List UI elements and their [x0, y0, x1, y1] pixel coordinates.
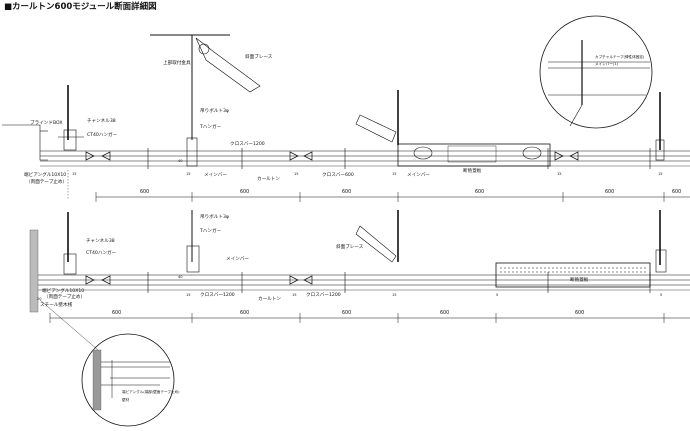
gap-label: 15	[72, 172, 77, 176]
dimension-label: 600	[342, 310, 351, 316]
edge-tape-label: （両面テープ止め）	[26, 178, 67, 185]
detail-top-note-1: カプチャルテープ(弾性体固定)	[595, 54, 645, 59]
edge-angle-label: 端ビアングル10X10	[42, 287, 84, 294]
edge-angle-label: 端ビアングル10X10	[24, 171, 66, 178]
cross-bar-600-label: クロスバー600	[322, 172, 354, 178]
cross-bar-label-b: クロスバー1200	[306, 292, 341, 298]
bottom-section	[29, 210, 690, 427]
gap-label: 15	[658, 172, 663, 176]
dimension-label: 600	[140, 189, 149, 195]
dimension-label: 600	[240, 310, 249, 316]
carlton-label: カールトン	[257, 176, 280, 182]
cross-bar-1200-label: クロスバー1200	[230, 141, 265, 147]
gap-label: 15	[186, 172, 191, 176]
inspection-label: 断熱蓋板	[570, 276, 589, 283]
edge-tape-label: （両面テープ止め）	[44, 293, 85, 300]
upper-slab-label: 上部取付金具	[163, 59, 191, 66]
dimension-label: 600	[605, 189, 614, 195]
channel-label: チャンネル38	[86, 238, 115, 244]
wall-clip-label: スチール壁木桟	[40, 301, 73, 308]
cross-bar-label-a: クロスバー1200	[200, 292, 235, 298]
t-hanger-label: Tハンガー	[199, 123, 222, 130]
gap-label: 15	[186, 293, 191, 297]
dimension-label: 600	[672, 189, 681, 195]
main-bar-label-b: メインバー	[407, 172, 430, 178]
dimension-label: 600	[575, 310, 584, 316]
gap-label: 5	[496, 293, 498, 297]
dimension-label: 600	[112, 310, 121, 316]
dimension-label: 600	[342, 189, 351, 195]
t-hanger-label: Tハンガー	[199, 227, 222, 234]
top-section	[2, 15, 690, 202]
hanger-bolt-label: 吊りボルト3φ	[200, 107, 229, 114]
carlton-label: カールトン	[258, 296, 281, 302]
gap-label: 5	[660, 293, 662, 297]
hanger-bolt-label: 吊りボルト3φ	[200, 213, 229, 220]
main-bar-label-a: メインバー	[204, 172, 227, 178]
detail-bottom-note-1: 端ビアングル(端部/壁面テープ止め)	[122, 389, 180, 394]
inspection-label: 断熱蓋板	[463, 167, 482, 174]
height-mark: 40	[178, 275, 183, 279]
ct40-label: CT40ハンガー	[87, 131, 118, 138]
slant-brace-label: 斜面ブレース	[336, 243, 364, 250]
dimension-label: 600	[475, 189, 484, 195]
top-labels: 上部取付金具 斜面ブレース 吊りボルト3φ Tハンガー クロスバー1200 クロ…	[24, 53, 681, 195]
slant-brace-label: 斜面ブレース	[245, 53, 273, 60]
blind-box-label: ブラインドBOX	[30, 119, 63, 126]
detail-bottom-note-2: 壁材	[122, 397, 130, 402]
gap-label: 15	[292, 293, 297, 297]
channel-label: チャンネル38	[87, 118, 116, 124]
dimension-label: 600	[440, 310, 449, 316]
gap-label: 15	[392, 293, 397, 297]
main-bar-label: メインバー	[226, 256, 249, 262]
gap-label: 15	[392, 172, 397, 176]
gap-label: 15	[294, 172, 299, 176]
detail-top-note-2: メインバー(1)	[595, 62, 619, 66]
gap-label: 15	[557, 172, 562, 176]
gap-label: 20	[37, 297, 42, 301]
bottom-labels: 吊りボルト3φ Tハンガー メインバー クロスバー1200 クロスバー1200 …	[37, 213, 662, 402]
dimension-label: 600	[240, 189, 249, 195]
height-mark: 40	[178, 159, 183, 163]
ct40-label: CT40ハンガー	[86, 249, 117, 256]
drawing-title: ■カールトン600モジュール断面詳細図	[4, 1, 157, 12]
